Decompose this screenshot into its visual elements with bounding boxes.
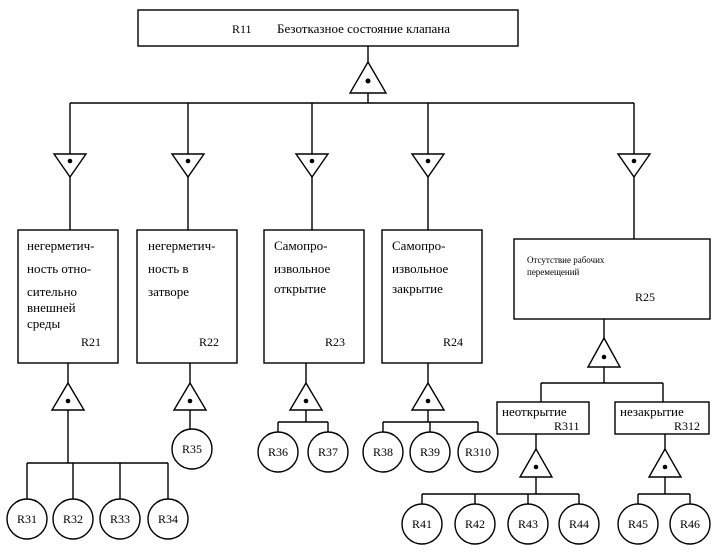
event-r23-line2: извольное bbox=[274, 261, 331, 276]
and-gate-icon bbox=[288, 381, 324, 411]
basic-event-r41 bbox=[401, 503, 443, 545]
subtree-r23: R36 R37 bbox=[257, 363, 349, 473]
event-r24-line1: Самопро- bbox=[392, 238, 445, 253]
event-r311-label: неоткрытие bbox=[502, 404, 567, 419]
gate-down-icon bbox=[294, 153, 330, 179]
event-r25-line2: перемещений bbox=[527, 267, 580, 277]
basic-event-r39-label: R39 bbox=[420, 445, 440, 459]
basic-event-r42-label: R42 bbox=[465, 517, 485, 531]
event-r24-line2: извольное bbox=[392, 261, 449, 276]
and-gate-icon bbox=[348, 60, 388, 94]
basic-event-r31 bbox=[6, 498, 48, 540]
branch-r25: Отсутствие рабочих перемещений R25 bbox=[513, 103, 711, 320]
event-r312-id: R312 bbox=[674, 419, 700, 433]
basic-event-r45-label: R45 bbox=[628, 517, 648, 531]
event-r21-id: R21 bbox=[81, 335, 101, 349]
gate-down-icon bbox=[170, 153, 206, 179]
root-event-box bbox=[137, 9, 519, 47]
basic-event-r43-label: R43 bbox=[518, 517, 538, 531]
basic-event-r310 bbox=[457, 431, 499, 473]
event-r24-id: R24 bbox=[443, 335, 463, 349]
event-r21-line3: сительно bbox=[27, 284, 77, 299]
branch-r22: негерметич- ность в затворе R22 bbox=[136, 103, 238, 364]
basic-event-r38 bbox=[362, 431, 404, 473]
basic-event-r44 bbox=[558, 503, 600, 545]
basic-event-r43 bbox=[507, 503, 549, 545]
event-r22-id: R22 bbox=[199, 335, 219, 349]
gate-down-icon bbox=[616, 153, 652, 179]
basic-event-r44-label: R44 bbox=[569, 517, 589, 531]
basic-event-r35-label: R35 bbox=[182, 442, 202, 456]
and-gate-icon bbox=[172, 381, 208, 411]
event-r312-label: незакрытие bbox=[620, 404, 684, 419]
basic-event-r32-label: R32 bbox=[63, 512, 83, 526]
event-r23-line3: открытие bbox=[274, 281, 326, 296]
and-gate-icon bbox=[410, 381, 446, 411]
event-box-r24 bbox=[381, 229, 483, 364]
basic-event-r36 bbox=[257, 431, 299, 473]
event-r21-line2: ность отно- bbox=[27, 261, 91, 276]
event-box-r312 bbox=[614, 401, 710, 435]
and-gate-icon bbox=[586, 336, 622, 368]
event-r21-line5: среды bbox=[27, 316, 60, 331]
basic-event-r31-label: R31 bbox=[17, 512, 37, 526]
event-r21-line1: негерметич- bbox=[27, 238, 94, 253]
basic-event-r45 bbox=[617, 503, 659, 545]
and-gate-icon bbox=[518, 447, 554, 478]
basic-event-r37 bbox=[307, 431, 349, 473]
basic-event-r32 bbox=[52, 498, 94, 540]
basic-event-r33 bbox=[99, 498, 141, 540]
basic-event-r36-label: R36 bbox=[268, 445, 288, 459]
event-r25-id: R25 bbox=[635, 290, 655, 304]
event-r22-line3: затворе bbox=[148, 284, 189, 299]
gate-down-icon bbox=[52, 153, 88, 179]
root-event-label: Безотказное состояние клапана bbox=[277, 21, 450, 36]
basic-event-r46 bbox=[669, 503, 711, 545]
basic-event-r41-label: R41 bbox=[412, 517, 432, 531]
event-box-r311 bbox=[496, 401, 590, 435]
basic-event-r33-label: R33 bbox=[110, 512, 130, 526]
root-event-id: R11 bbox=[232, 22, 252, 36]
event-box-r22 bbox=[136, 229, 238, 364]
branch-r21: негерметич- ность отно- сительно внешней… bbox=[17, 103, 119, 364]
event-r24-line3: закрытие bbox=[392, 281, 443, 296]
gate-down-icon bbox=[410, 153, 446, 179]
and-gate-icon bbox=[50, 381, 86, 411]
basic-event-r37-label: R37 bbox=[318, 445, 338, 459]
subtree-r24: R38 R39 R310 bbox=[362, 363, 499, 473]
basic-event-r34-label: R34 bbox=[158, 512, 178, 526]
and-gate-dot bbox=[365, 78, 371, 84]
event-box-r23 bbox=[263, 229, 365, 364]
branch-r24: Самопро- извольное закрытие R24 bbox=[381, 103, 483, 364]
event-r22-line2: ность в bbox=[148, 261, 189, 276]
event-r22-line1: негерметич- bbox=[148, 238, 215, 253]
and-gate-icon bbox=[647, 447, 683, 478]
event-box-r25 bbox=[513, 238, 711, 320]
basic-event-r34 bbox=[147, 498, 189, 540]
basic-event-r310-label: R310 bbox=[465, 445, 491, 459]
subtree-r25: неоткрытие R311 незакрытие R312 R41 R42 … bbox=[401, 319, 711, 545]
event-r23-id: R23 bbox=[325, 335, 345, 349]
event-r311-id: R311 bbox=[554, 419, 580, 433]
subtree-r22: R35 bbox=[171, 363, 213, 470]
basic-event-r38-label: R38 bbox=[373, 445, 393, 459]
event-r25-line1: Отсутствие рабочих bbox=[527, 255, 605, 265]
basic-event-r46-label: R46 bbox=[680, 517, 700, 531]
basic-event-r39 bbox=[409, 431, 451, 473]
basic-event-r42 bbox=[454, 503, 496, 545]
event-r23-line1: Самопро- bbox=[274, 238, 327, 253]
basic-event-r35 bbox=[171, 428, 213, 470]
event-r21-line4: внешней bbox=[27, 300, 76, 315]
subtree-r21: R31 R32 R33 R34 bbox=[6, 363, 189, 540]
branch-r23: Самопро- извольное открытие R23 bbox=[263, 103, 365, 364]
